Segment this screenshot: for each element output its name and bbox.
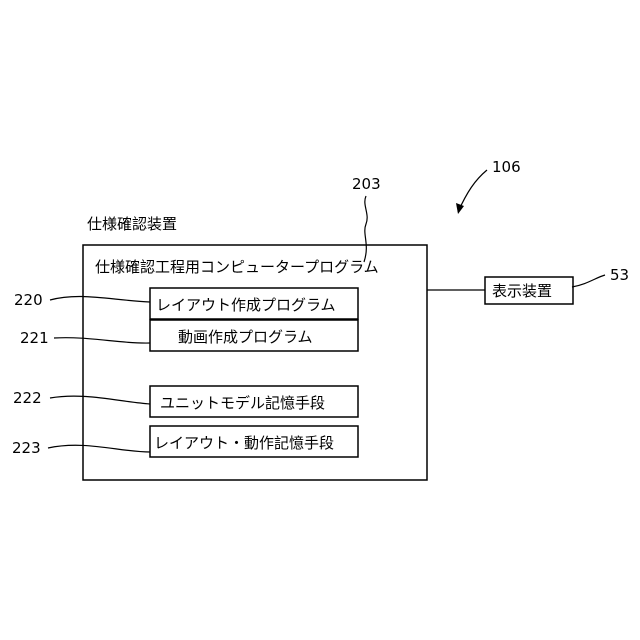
module-label-unit-model-storage: ユニットモデル記憶手段 bbox=[160, 394, 325, 412]
outer-device-label: 仕様確認装置 bbox=[87, 215, 177, 233]
ref-222-label: 222 bbox=[13, 389, 42, 407]
module-label-layout-program: レイアウト作成プログラム bbox=[156, 296, 336, 314]
ref-223-label: 223 bbox=[12, 439, 41, 457]
module-label-animation-program: 動画作成プログラム bbox=[178, 328, 313, 346]
ref-106-arrowhead bbox=[456, 203, 464, 214]
module-label-layout-motion-storage: レイアウト・動作記憶手段 bbox=[154, 434, 334, 452]
display-device-label: 表示装置 bbox=[492, 282, 552, 300]
ref-106-label: 106 bbox=[492, 158, 521, 176]
ref-203-label: 203 bbox=[352, 175, 381, 193]
ref-53-label: 53 bbox=[610, 266, 629, 284]
ref-221-label: 221 bbox=[20, 329, 49, 347]
ref-53-leader-line bbox=[572, 275, 605, 287]
ref-220-label: 220 bbox=[14, 291, 43, 309]
main-program-label: 仕様確認工程用コンピュータープログラム bbox=[95, 258, 379, 276]
